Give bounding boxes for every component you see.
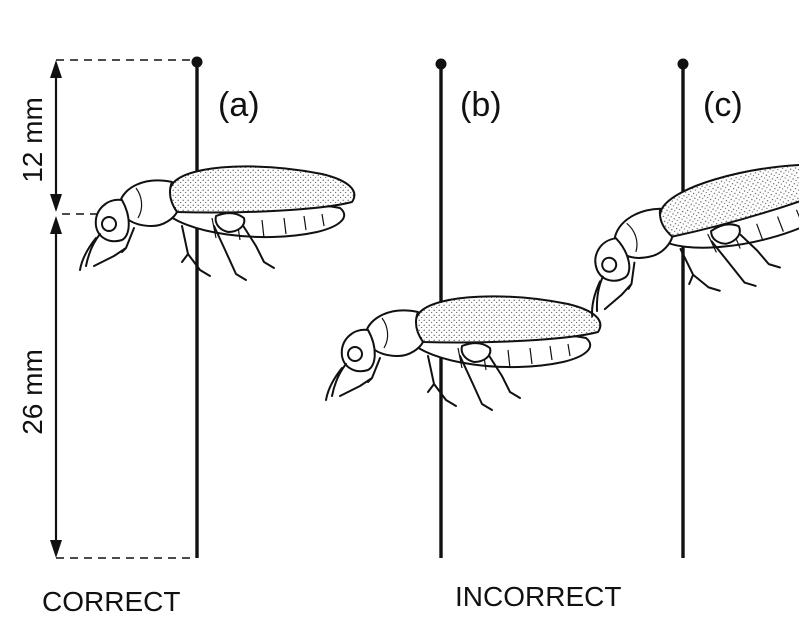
dimension-arrow-lower	[50, 216, 62, 558]
panel-a: 12 mm 26 mm (a)	[17, 57, 354, 559]
panel-label-b: (b)	[460, 86, 502, 124]
caption-incorrect: INCORRECT	[455, 581, 621, 612]
pin-head-c	[678, 59, 689, 70]
pin-head-b	[436, 59, 447, 70]
dimension-label-upper: 12 mm	[17, 97, 48, 183]
panel-label-a: (a)	[218, 86, 260, 124]
dimension-arrow-upper	[50, 60, 62, 212]
dimension-label-lower: 26 mm	[17, 349, 48, 435]
panel-label-c: (c)	[703, 86, 743, 124]
panel-b: (b)	[326, 59, 600, 559]
beetle-a	[80, 166, 354, 280]
caption-correct: CORRECT	[42, 586, 180, 617]
panel-c: (c)	[567, 59, 799, 559]
pin-head-a	[192, 57, 203, 68]
beetle-b	[326, 296, 600, 410]
